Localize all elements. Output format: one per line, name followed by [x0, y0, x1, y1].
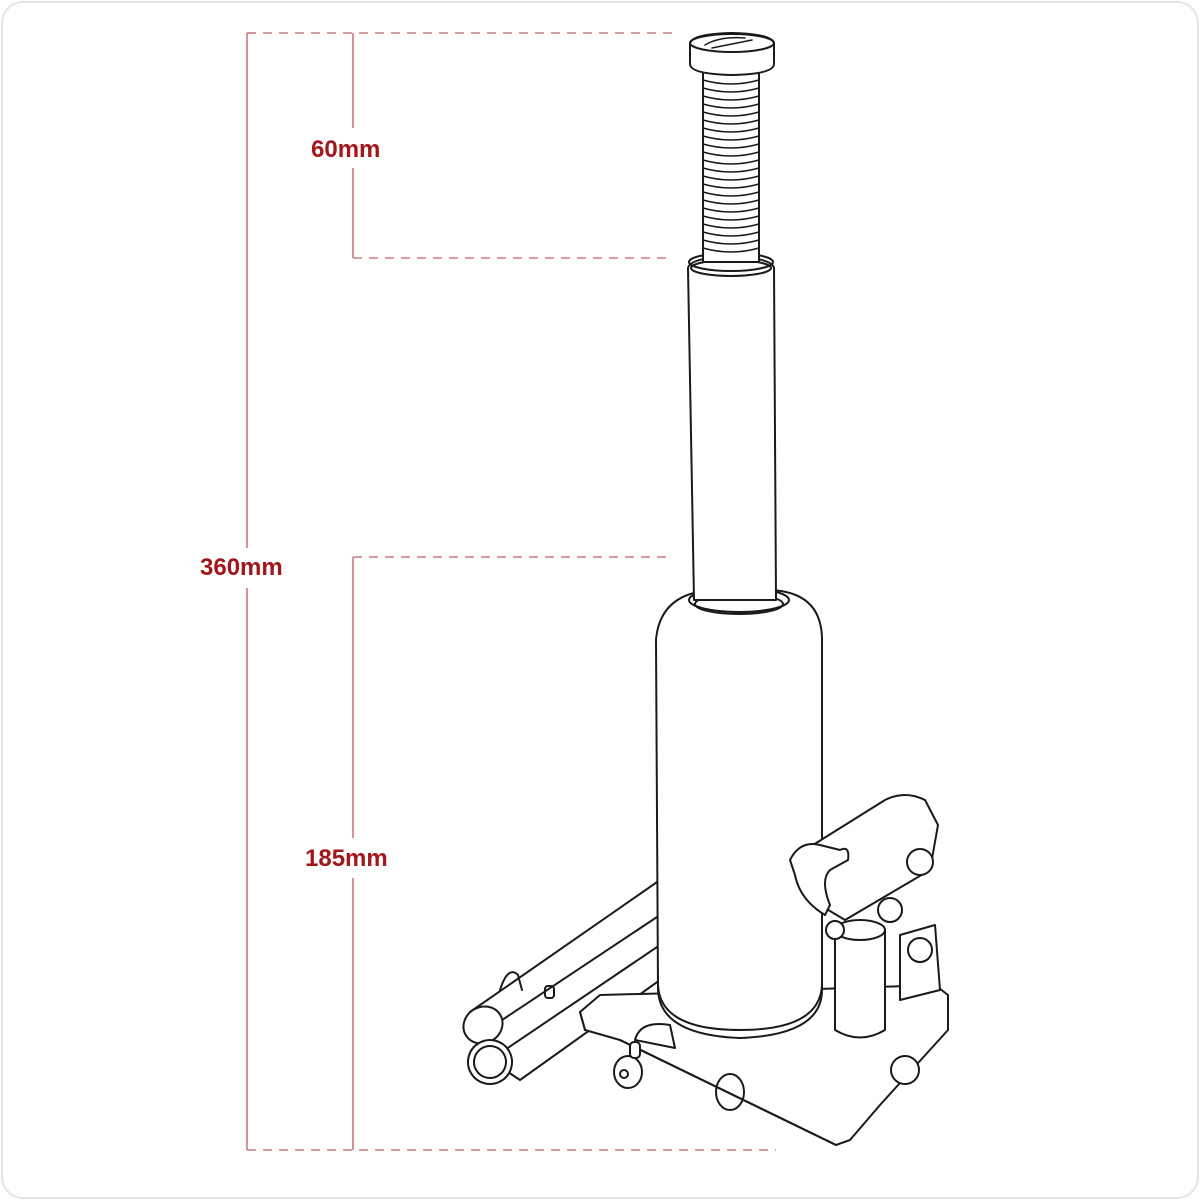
dimension-label-60mm: 60mm [311, 136, 381, 164]
cylinder-body [655, 587, 823, 1039]
ram-piston [687, 252, 777, 601]
pump-assembly [789, 794, 941, 1039]
handle-bar [462, 879, 661, 1085]
release-valve [613, 1023, 676, 1089]
base-bolt [890, 1055, 920, 1085]
extension-screw [689, 32, 775, 263]
dimension-label-360mm: 360mm [200, 554, 283, 582]
dimension-lines [246, 32, 776, 1151]
base-hole [715, 1073, 745, 1111]
bottle-jack-illustration [462, 32, 949, 1146]
dimension-label-185mm: 185mm [305, 845, 388, 873]
